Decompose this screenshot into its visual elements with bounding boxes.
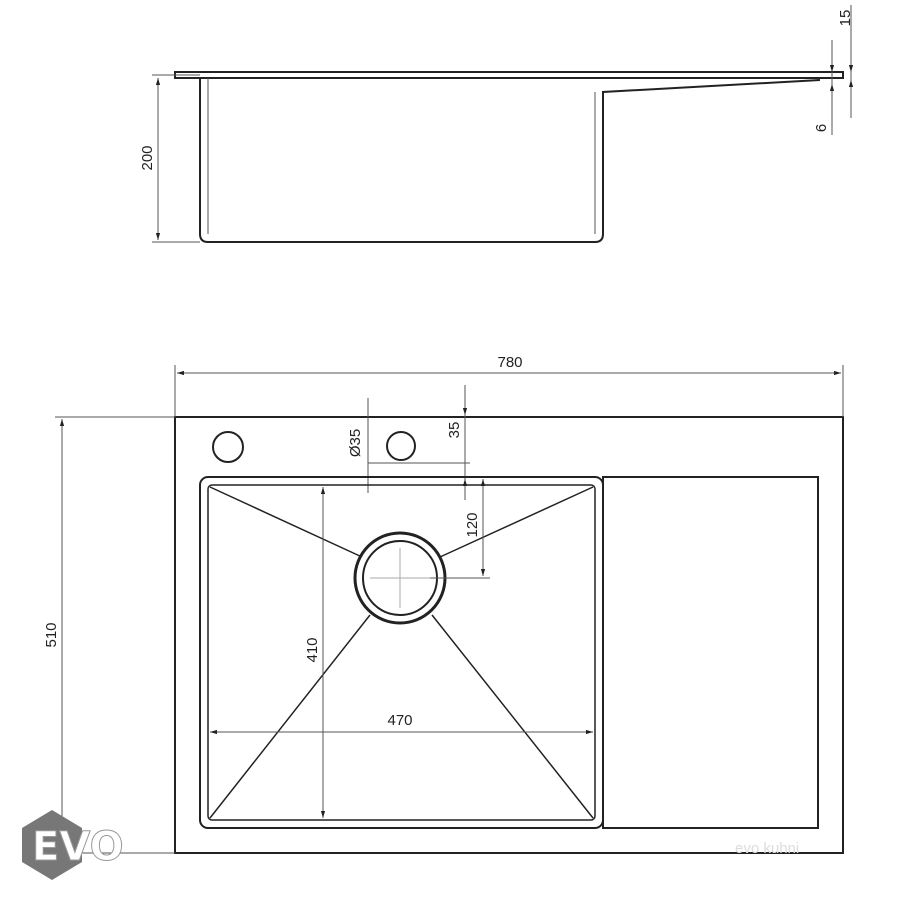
hole-diameter-label: Ø35: [347, 429, 364, 457]
bowl-width-label: 470: [387, 712, 412, 729]
hole-offset-label: 35: [446, 422, 463, 439]
top-view: 780 510 Ø35 35 120 410 470: [43, 354, 844, 854]
depth-label: 200: [139, 145, 156, 170]
accessory-hole: [386, 431, 416, 461]
bowl-depth-label: 410: [304, 637, 321, 662]
evo-logo: EVO: [22, 810, 124, 880]
drainboard: [602, 476, 819, 829]
top-plate: [174, 71, 844, 79]
bowl-outer: [199, 476, 604, 829]
plate-thickness-label: 15: [837, 10, 854, 27]
hexagon-icon: [22, 810, 82, 880]
logo-text: EVO: [32, 824, 124, 870]
drain-offset-label: 120: [464, 512, 481, 537]
bowl-inner: [207, 484, 596, 821]
side-view: 200 15 6: [139, 5, 854, 243]
overall-width-label: 780: [497, 354, 522, 371]
outer-outline: [174, 416, 844, 854]
watermark: evo kuhni: [735, 840, 799, 857]
faucet-hole: [212, 431, 244, 463]
step-label: 6: [813, 124, 830, 132]
bowl-profile: [199, 78, 821, 243]
bowl-slope-lines: [209, 486, 594, 819]
overall-depth-label: 510: [43, 622, 60, 647]
